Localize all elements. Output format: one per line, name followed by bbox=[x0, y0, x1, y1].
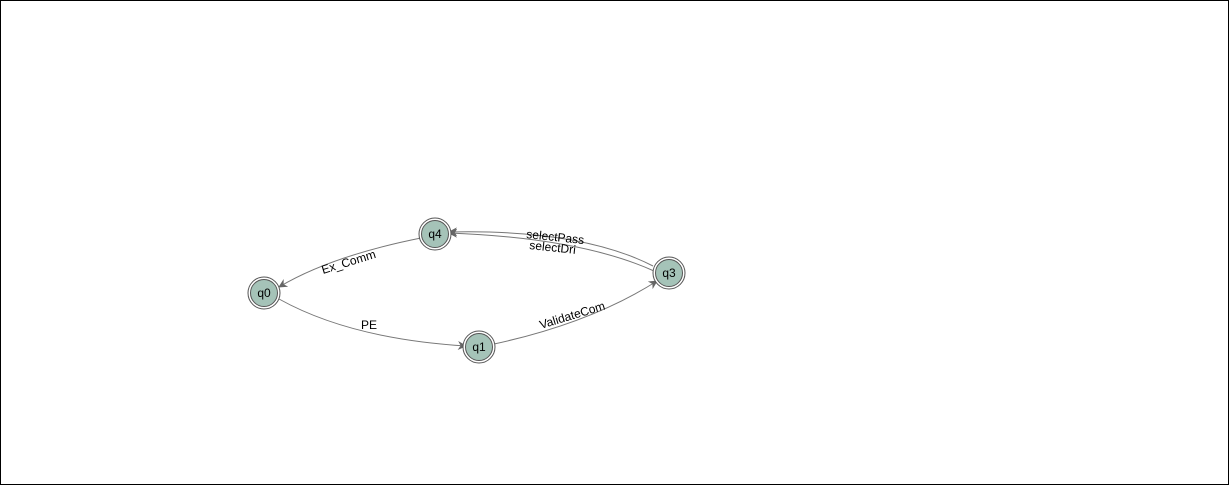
state-q4-fill bbox=[421, 220, 449, 248]
edge-q4-q0 bbox=[278, 237, 422, 288]
state-q1-label: q1 bbox=[472, 340, 486, 354]
edge-label-pe: PE bbox=[361, 318, 377, 332]
edge-q1-q3 bbox=[493, 280, 658, 345]
state-q3[interactable]: q3 bbox=[652, 256, 686, 290]
edge-q0-q1 bbox=[278, 298, 467, 350]
state-q1[interactable]: q1 bbox=[462, 330, 496, 364]
state-q0-label: q0 bbox=[257, 286, 271, 300]
edge-label-selectpass: selectPass bbox=[526, 227, 585, 247]
edge-q3-q4-upper bbox=[448, 227, 654, 267]
state-q0[interactable]: q0 bbox=[247, 276, 281, 310]
edge-label-selectdri: selectDri bbox=[529, 238, 577, 257]
state-q0-fill bbox=[250, 279, 278, 307]
edge-label-validatecom: ValidateCom bbox=[538, 299, 607, 332]
state-q3-fill bbox=[655, 259, 683, 287]
state-q4-label: q4 bbox=[428, 227, 442, 241]
transition-edges bbox=[278, 227, 658, 350]
state-q3-label: q3 bbox=[662, 266, 676, 280]
state-q4[interactable]: q4 bbox=[418, 217, 452, 251]
transition-labels: PE ValidateCom selectPass selectDri Ex_C… bbox=[320, 227, 607, 332]
state-q1-fill bbox=[465, 333, 493, 361]
edge-q3-q4-lower bbox=[448, 228, 655, 272]
edge-label-ex-comm: Ex_Comm bbox=[320, 247, 378, 277]
